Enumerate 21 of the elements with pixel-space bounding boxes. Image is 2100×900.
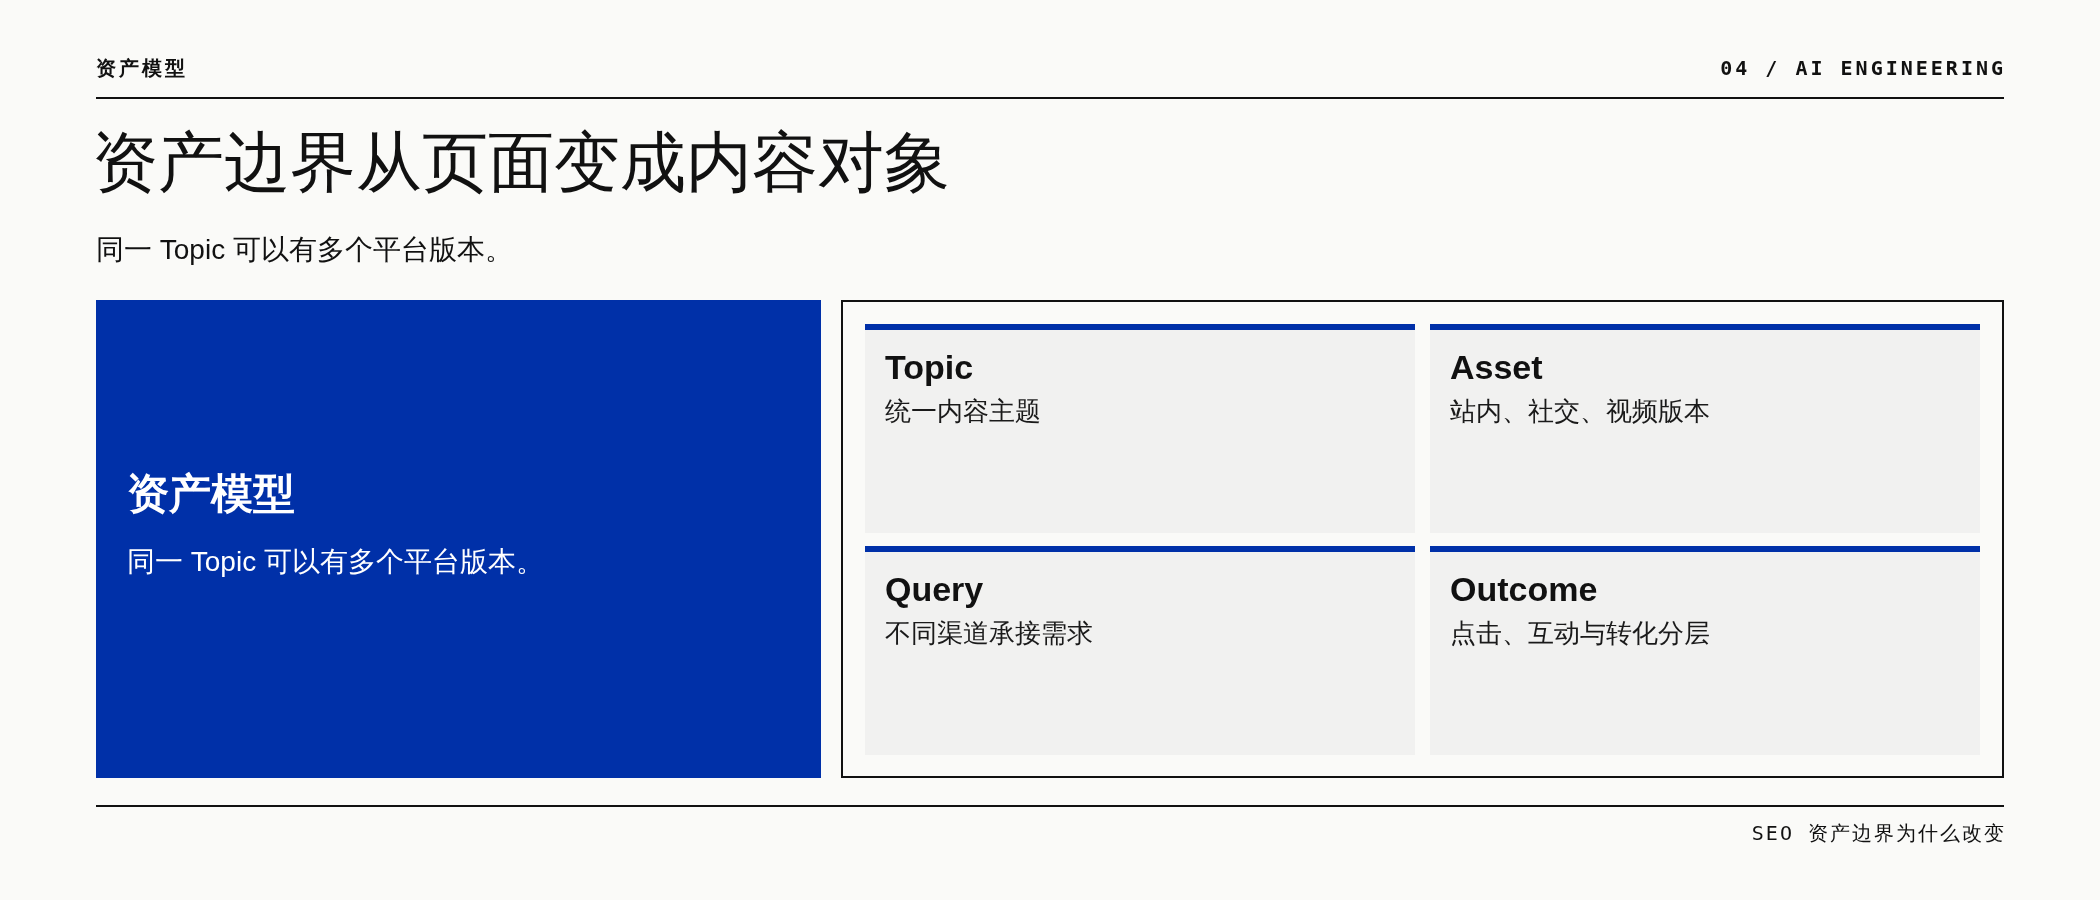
card-text: 站内、社交、视频版本 <box>1450 395 1710 428</box>
panel-text: 同一 Topic 可以有多个平台版本。 <box>127 545 544 579</box>
outlined-panel <box>841 300 2004 778</box>
card-text: 统一内容主题 <box>885 395 1041 428</box>
page-title: 资产边界从页面变成内容对象 <box>92 124 950 201</box>
section-label: 资产模型 <box>96 56 188 80</box>
card-title: Topic <box>885 347 974 388</box>
card-title: Asset <box>1450 347 1543 388</box>
info-card <box>865 324 1415 533</box>
card-text: 不同渠道承接需求 <box>885 617 1093 650</box>
info-card <box>1430 324 1980 533</box>
info-card <box>865 546 1415 755</box>
card-title: Outcome <box>1450 569 1598 610</box>
subtitle: 同一 Topic 可以有多个平台版本。 <box>96 233 513 267</box>
footer-text: SEO 资产边界为什么改变 <box>1751 821 2006 845</box>
panel-heading: 资产模型 <box>127 469 295 519</box>
chapter-label: 04 / AI ENGINEERING <box>1720 56 2006 80</box>
card-text: 点击、互动与转化分层 <box>1450 617 1710 650</box>
feature-panel <box>96 300 821 778</box>
info-card <box>1430 546 1980 755</box>
card-title: Query <box>885 569 984 610</box>
